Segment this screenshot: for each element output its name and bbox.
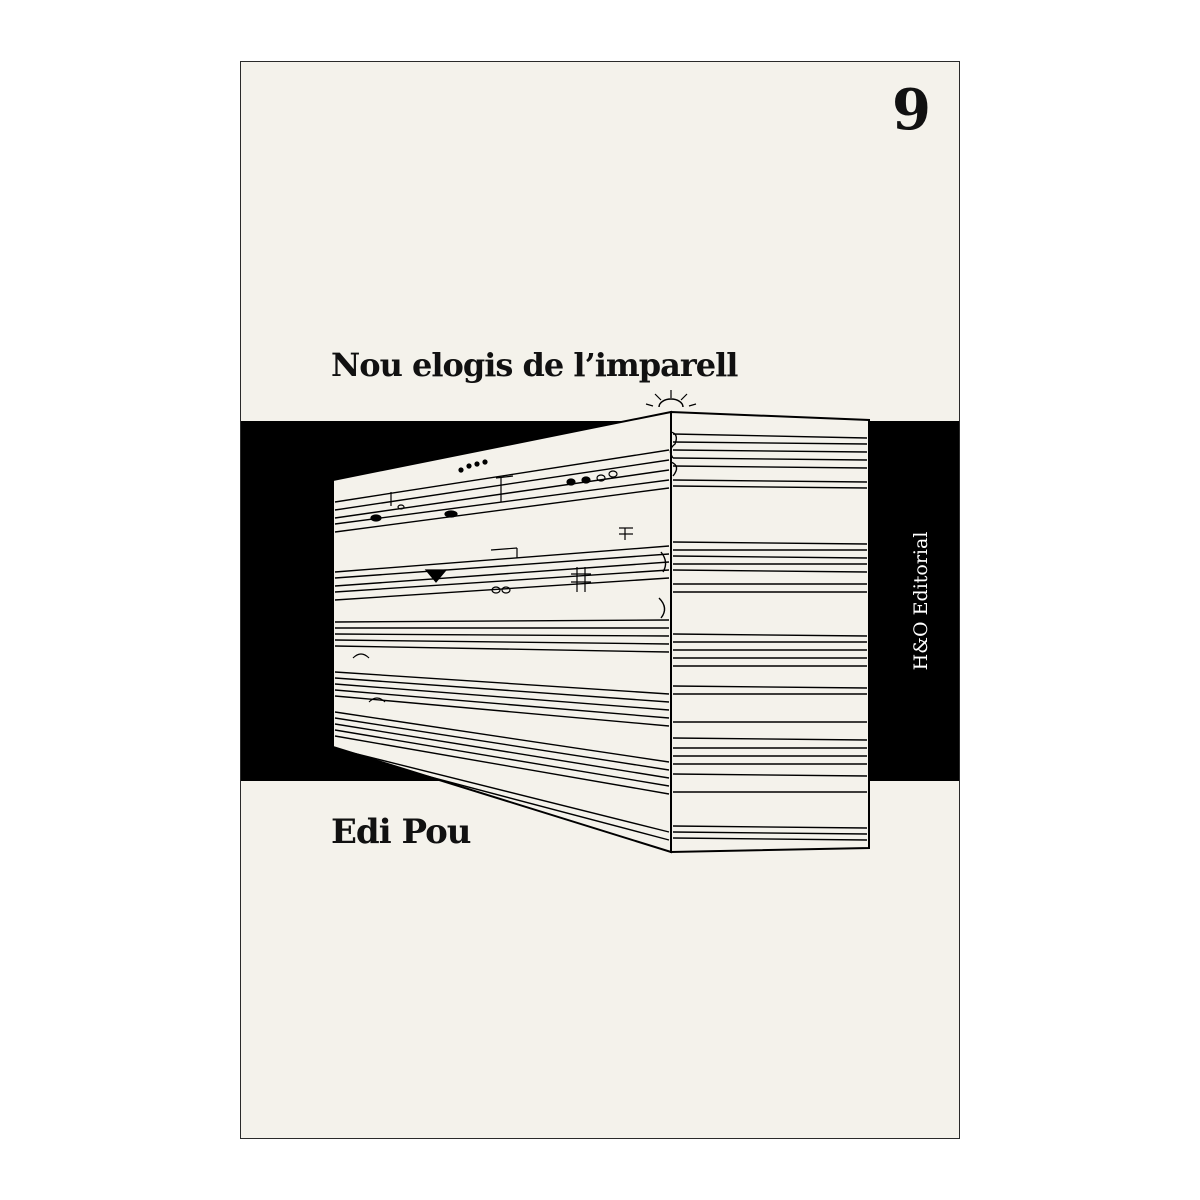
music-staff-block-drawing	[332, 390, 870, 854]
series-number: 9	[892, 77, 931, 143]
book-title: Nou elogis de l’imparell	[331, 346, 738, 384]
book-author: Edi Pou	[331, 812, 471, 852]
book-cover: 9 Nou elogis de l’imparell Edi Pou H&O E…	[240, 61, 960, 1139]
publisher-name: H&O Editorial	[910, 531, 932, 671]
